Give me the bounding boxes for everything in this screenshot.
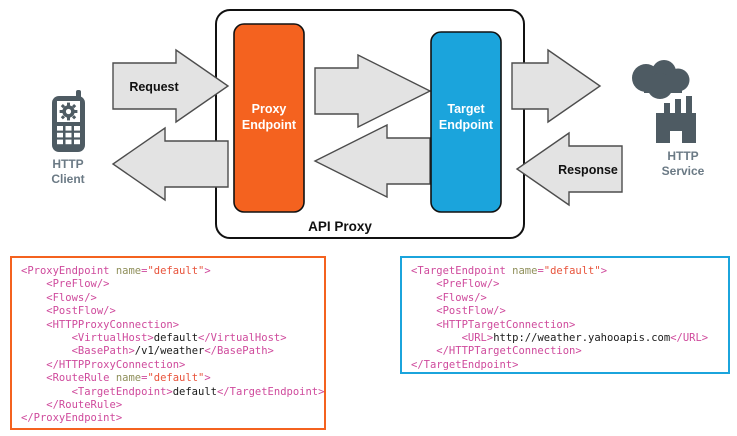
arrow-target-to-proxy	[313, 123, 431, 199]
arrow-proxy-to-target	[314, 53, 432, 129]
request-arrow-label: Request	[129, 80, 179, 94]
code-line: </HTTPProxyConnection>	[21, 358, 186, 371]
http-service-label-line2: Service	[662, 164, 705, 178]
arrow-client-in	[111, 126, 229, 202]
proxy-endpoint-box[interactable]	[233, 23, 305, 213]
code-line: <HTTPTargetConnection>	[411, 318, 576, 331]
code-line: </ProxyEndpoint>	[21, 412, 123, 425]
proxy-endpoint-code-block: <ProxyEndpoint name="default"> <PreFlow/…	[10, 256, 326, 430]
http-service-label-line1: HTTP	[667, 149, 698, 163]
code-line: <HTTPProxyConnection>	[21, 318, 180, 331]
response-arrow-label: Response	[558, 163, 618, 177]
arrow-request	[112, 48, 230, 124]
code-line: <TargetEndpoint name="default">	[411, 265, 608, 277]
proxy-endpoint-label-line2: Endpoint	[242, 118, 297, 132]
code-line: <Flows/>	[411, 291, 487, 304]
code-line: <PostFlow/>	[21, 305, 116, 318]
target-endpoint-code-block: <TargetEndpoint name="default"> <PreFlow…	[400, 256, 730, 374]
proxy-endpoint-label-line1: Proxy	[252, 102, 287, 116]
code-line: <Flows/>	[21, 291, 97, 304]
target-endpoint-label-line1: Target	[447, 102, 485, 116]
arrow-target-out	[511, 48, 602, 124]
code-line: <PreFlow/>	[21, 278, 110, 291]
code-line: <URL>http://weather.yahooapis.com</URL>	[411, 332, 709, 345]
code-line: <TargetEndpoint>default</TargetEndpoint>	[21, 385, 325, 398]
target-endpoint-box[interactable]	[430, 31, 502, 213]
http-client-label-line1: HTTP	[52, 157, 83, 171]
code-line: <ProxyEndpoint name="default">	[21, 265, 211, 277]
code-line: <VirtualHost>default</VirtualHost>	[21, 332, 287, 345]
code-line: </HTTPTargetConnection>	[411, 345, 582, 358]
code-line: <PostFlow/>	[411, 305, 506, 318]
code-line: <RouteRule name="default">	[21, 372, 211, 385]
code-line: </RouteRule>	[21, 399, 123, 412]
code-line: </TargetEndpoint>	[411, 358, 519, 371]
code-line: <PreFlow/>	[411, 278, 500, 291]
factory-cloud-icon	[632, 60, 696, 143]
arrow-response	[515, 131, 623, 207]
target-endpoint-label-line2: Endpoint	[439, 118, 494, 132]
api-proxy-container-label: API Proxy	[308, 219, 372, 234]
code-line: <BasePath>/v1/weather</BasePath>	[21, 345, 274, 358]
http-client-label-line2: Client	[51, 172, 84, 186]
mobile-phone-gear-icon	[52, 90, 85, 152]
api-proxy-flow-diagram: Proxy Endpoint Target Endpoint Request R…	[51, 9, 705, 239]
